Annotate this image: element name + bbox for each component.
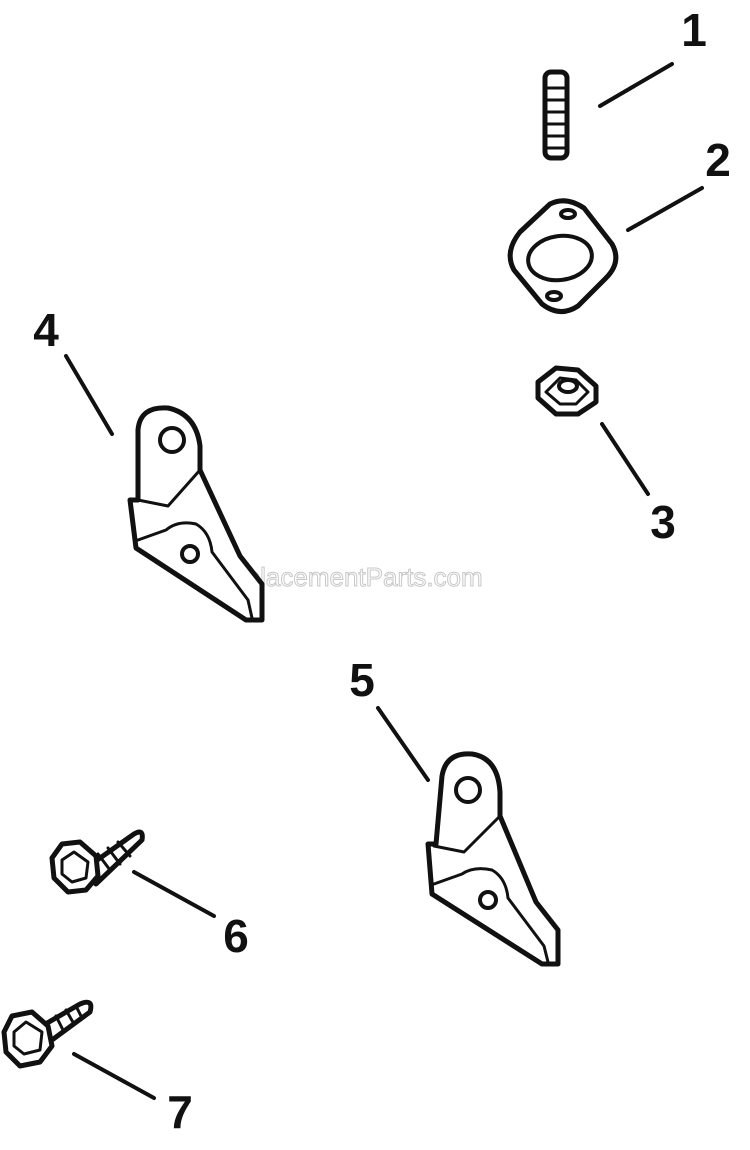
callout-label-5: 5 <box>349 654 375 706</box>
callout-label-2: 2 <box>705 134 731 186</box>
part-6-hex-bolt[interactable] <box>49 829 145 895</box>
part-3-hex-nut[interactable] <box>535 365 599 417</box>
callout-label-1: 1 <box>681 4 707 56</box>
leader-line-5 <box>376 706 430 782</box>
callout-label-7: 7 <box>167 1086 193 1138</box>
part-7-hex-bolt[interactable] <box>1 999 94 1069</box>
part-1-stud[interactable] <box>542 69 570 161</box>
callout-label-4: 4 <box>33 304 59 356</box>
callout-label-6: 6 <box>223 910 249 962</box>
part-2-gasket[interactable] <box>507 198 619 314</box>
callout-label-3: 3 <box>650 496 676 548</box>
leader-line-6 <box>132 870 216 918</box>
leader-line-4 <box>64 354 114 436</box>
leader-line-1 <box>598 62 674 108</box>
leader-line-7 <box>72 1052 156 1100</box>
leader-line-2 <box>626 186 704 232</box>
part-5-bracket[interactable] <box>425 751 561 967</box>
part-4-bracket[interactable] <box>127 405 265 623</box>
leader-line-3 <box>600 422 650 496</box>
